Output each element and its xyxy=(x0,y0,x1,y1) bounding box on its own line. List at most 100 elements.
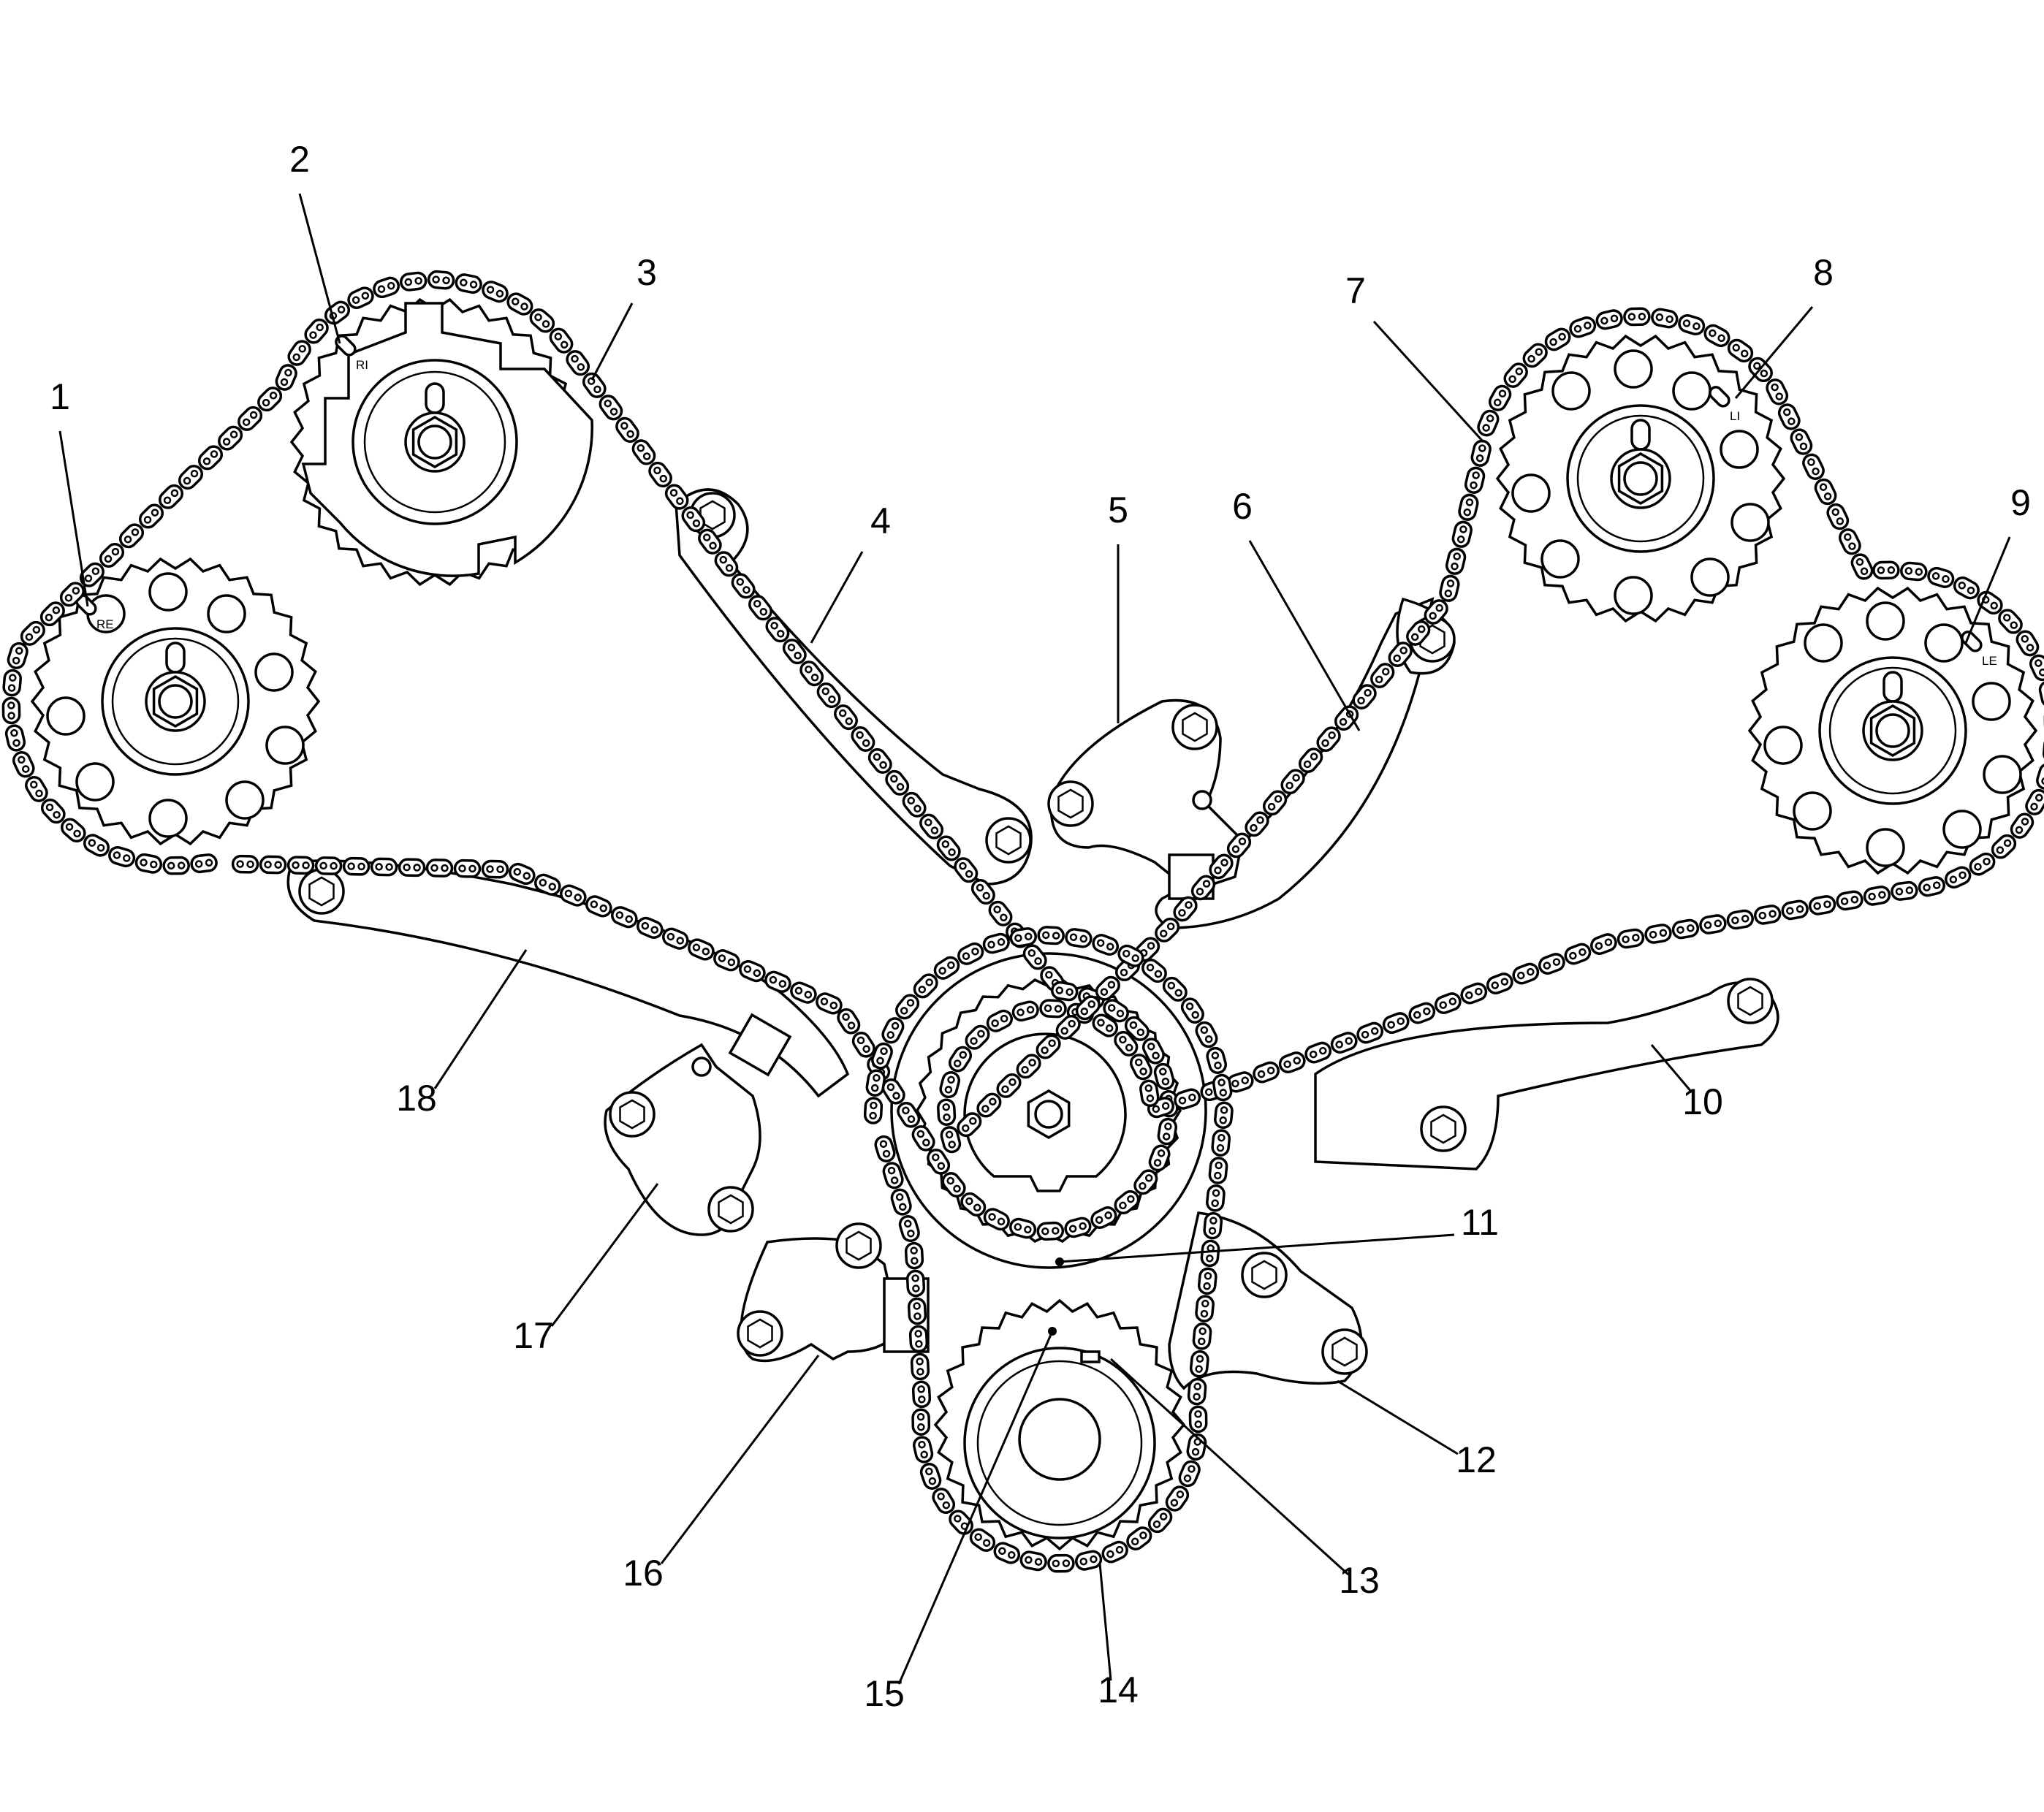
chain-link xyxy=(1352,684,1377,709)
chain-link xyxy=(1214,1101,1234,1130)
timing-chains xyxy=(1,270,2044,1573)
chain-link xyxy=(799,661,824,687)
chain-link xyxy=(585,895,612,918)
chain-link xyxy=(911,1125,935,1151)
chain-link xyxy=(1726,909,1754,930)
chain-link xyxy=(1180,997,1204,1024)
chain-link xyxy=(2025,788,2044,815)
chain-link xyxy=(1486,972,1513,994)
chain-link xyxy=(324,300,351,325)
chain-link xyxy=(1114,1189,1140,1215)
chain-link xyxy=(1165,1485,1190,1512)
chain-link xyxy=(1009,1217,1037,1239)
chain-link xyxy=(1790,428,1813,455)
chain-link xyxy=(425,859,454,878)
tensioner-piston xyxy=(728,1013,792,1077)
chain-link xyxy=(1155,917,1180,943)
chain-link xyxy=(560,884,587,907)
lightening-hole xyxy=(1672,371,1711,411)
chain-link xyxy=(1189,1350,1209,1378)
chain-link xyxy=(1051,981,1079,1002)
chain-link xyxy=(1141,959,1167,983)
chain-link xyxy=(885,769,910,796)
chain-link xyxy=(529,308,555,333)
chain-link xyxy=(1644,924,1672,944)
chain-link xyxy=(59,582,85,607)
leader-line-15 xyxy=(897,1331,1054,1685)
chain-link xyxy=(1095,975,1120,1001)
chain-link xyxy=(1245,811,1269,837)
chain-link xyxy=(936,835,961,861)
crankshaft-sprocket xyxy=(933,1298,1186,1551)
chain-link xyxy=(1090,1206,1117,1229)
lightening-hole xyxy=(265,726,305,765)
chain-link xyxy=(1188,1405,1208,1434)
chain-link xyxy=(976,1092,1002,1118)
left-intake-cam-sprocket: LI xyxy=(1495,334,1786,623)
chain-link xyxy=(970,879,995,905)
chain-link xyxy=(881,1078,905,1105)
chain-link xyxy=(1623,307,1651,327)
chain-link xyxy=(399,271,428,292)
chain-link xyxy=(599,395,623,421)
chain-link xyxy=(764,970,791,993)
chain-link xyxy=(1206,1184,1226,1212)
dowel-pin xyxy=(1882,671,1903,703)
chain-link xyxy=(7,642,29,669)
leader-line-6 xyxy=(1248,540,1361,731)
leader-line-12 xyxy=(1337,1379,1459,1455)
right-secondary-tensioner xyxy=(604,1013,792,1236)
lightening-hole xyxy=(207,594,246,633)
chain-link xyxy=(158,484,184,509)
chain-link xyxy=(1477,409,1500,437)
chain-link xyxy=(509,862,536,886)
chain-link xyxy=(867,748,892,774)
chain-link xyxy=(1147,1507,1173,1534)
chain-link xyxy=(908,1325,929,1353)
timing-mark-text: LE xyxy=(1982,654,1997,668)
chain-link xyxy=(1092,934,1120,956)
chain-link xyxy=(1114,1030,1139,1057)
chain-link xyxy=(765,617,790,643)
dowel-pin xyxy=(425,382,445,414)
chain-link xyxy=(865,1069,886,1097)
chain-link xyxy=(481,859,509,879)
callout-label-2: 2 xyxy=(289,139,310,180)
chain-link xyxy=(1953,576,1980,600)
chain-link xyxy=(275,364,297,391)
chain-link xyxy=(910,1352,930,1381)
chain-link xyxy=(1209,853,1234,880)
chain-link xyxy=(986,1009,1013,1032)
chain-link xyxy=(882,1162,904,1189)
chain-link xyxy=(1850,553,1874,580)
chain-link xyxy=(1139,1079,1160,1107)
leader-line-10 xyxy=(1650,1044,1693,1093)
chain-link xyxy=(902,791,927,818)
lightening-hole xyxy=(1804,623,1843,663)
chain-link xyxy=(534,873,561,896)
timing-mark-slot xyxy=(1709,386,1730,408)
chain-link xyxy=(1439,574,1460,602)
timing-mark-text: RI xyxy=(356,358,368,372)
chain-link xyxy=(996,1073,1022,1098)
chain-link xyxy=(1157,1117,1177,1146)
chain-link xyxy=(1153,1062,1175,1090)
lightening-hole xyxy=(1924,623,1964,663)
chain-link xyxy=(1382,1012,1410,1034)
chain-link xyxy=(932,1488,956,1514)
chain-link xyxy=(881,1017,905,1044)
chain-link xyxy=(1766,378,1789,406)
chain-link xyxy=(1969,852,1996,876)
lightening-hole xyxy=(1793,791,1832,831)
chain-link xyxy=(1616,928,1645,949)
chain-link xyxy=(286,856,315,875)
lightening-hole xyxy=(1540,539,1580,579)
left-secondary-timing-chain xyxy=(937,307,2044,1154)
chain-link xyxy=(1174,1088,1201,1110)
leader-line-17 xyxy=(550,1183,659,1327)
callout-label-1: 1 xyxy=(50,376,70,417)
chain-link xyxy=(688,938,715,961)
chain-link xyxy=(863,1097,884,1124)
